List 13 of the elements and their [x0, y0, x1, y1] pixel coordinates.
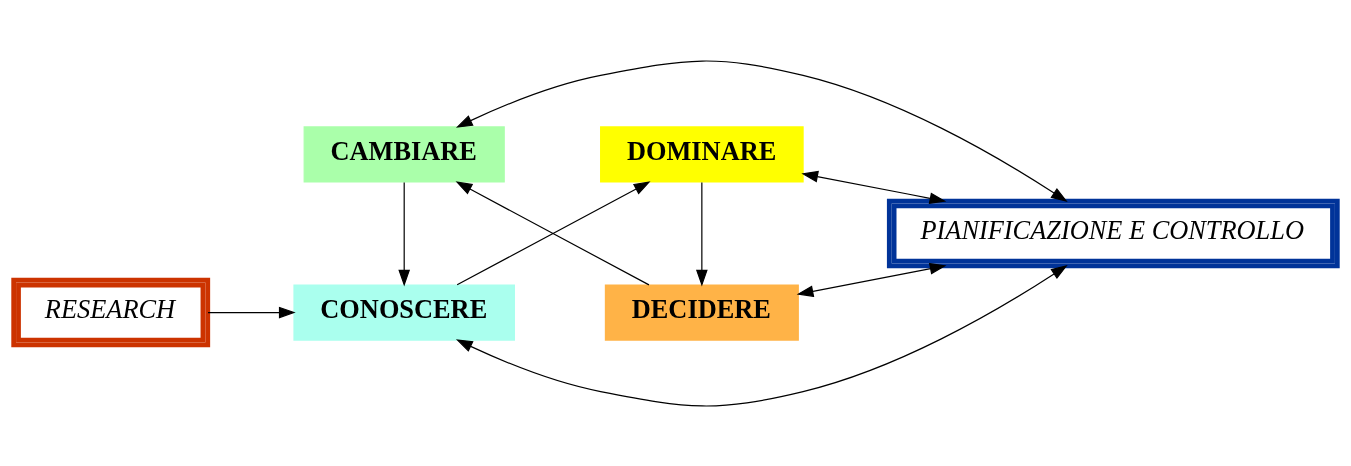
arrow — [455, 59, 1068, 202]
arrow — [796, 262, 947, 297]
arrow — [801, 170, 947, 204]
arrow — [207, 306, 296, 318]
node-box: DECIDERE — [604, 283, 799, 341]
arrow — [695, 181, 708, 287]
arrow — [398, 181, 411, 287]
node-box: CAMBIARE — [303, 125, 505, 183]
node-box: CONOSCERE — [293, 283, 515, 341]
node-box: DOMINARE — [600, 125, 804, 183]
arrow — [455, 264, 1068, 407]
node-box: RESEARCH — [11, 277, 211, 347]
node-box: PIANIFICAZIONE E CONTROLLO — [886, 198, 1340, 268]
